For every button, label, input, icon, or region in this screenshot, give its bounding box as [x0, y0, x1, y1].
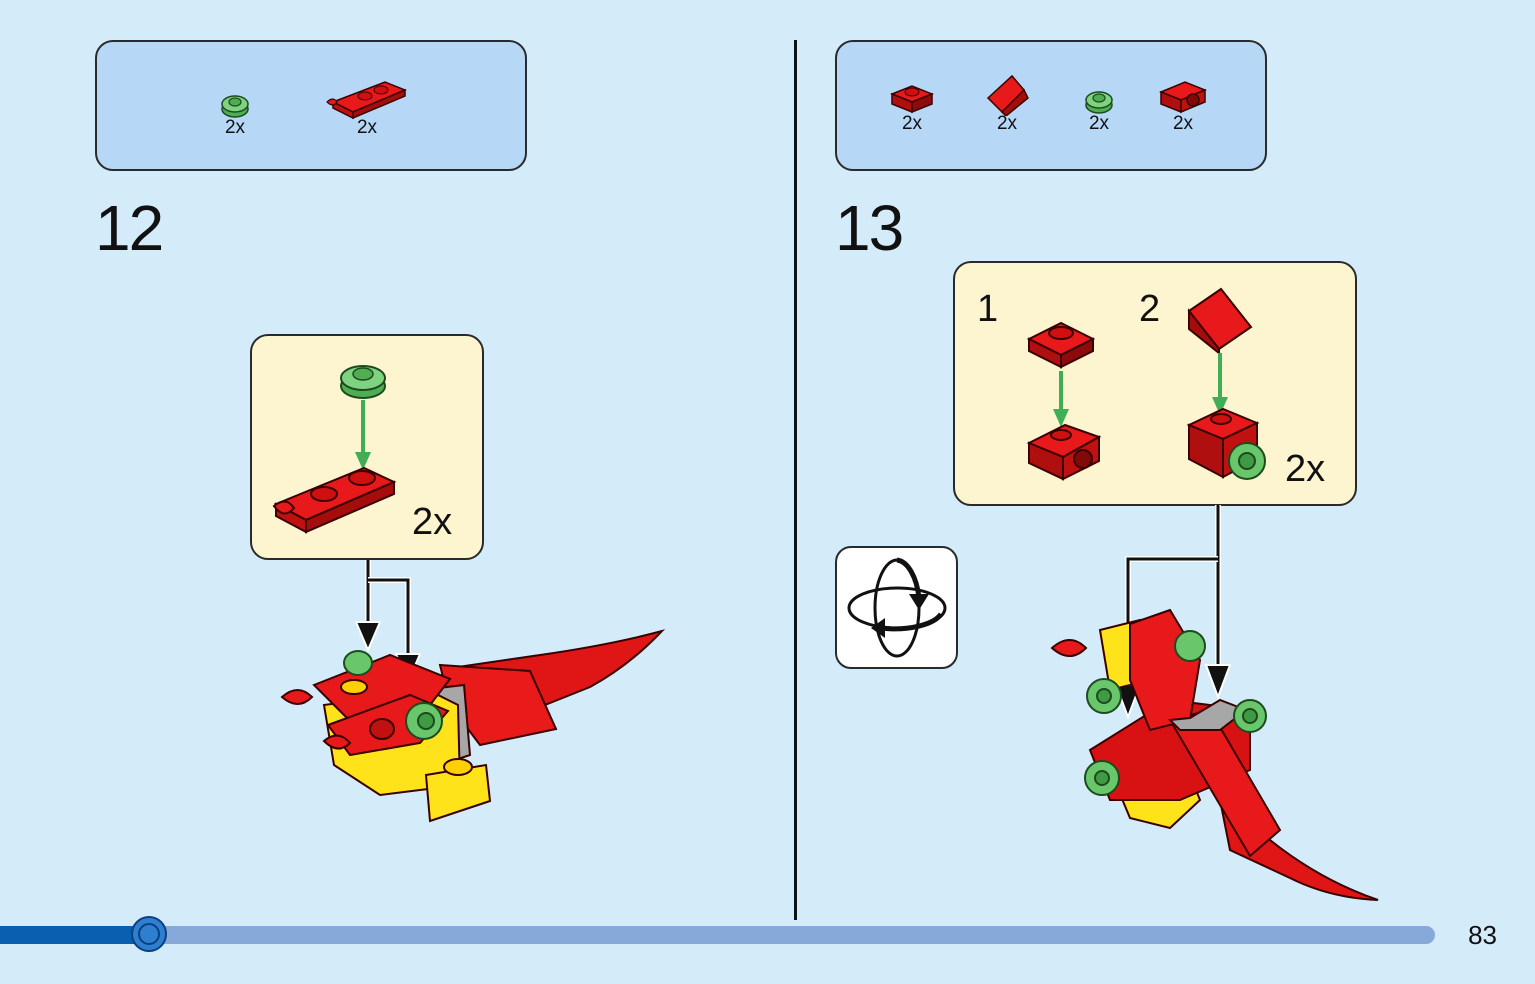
sub-step-1-number: 1: [977, 288, 999, 330]
step-12-model: [280, 629, 666, 823]
green-round-plate-icon: [221, 95, 249, 118]
red-bracket-icon: [1159, 81, 1207, 114]
part-red-plate-1x1: 2x: [889, 78, 935, 134]
progress-knob[interactable]: [131, 916, 167, 952]
sub-assembly-illustration: [272, 365, 397, 534]
callout-count: 2x: [1285, 448, 1326, 490]
part-count: 2x: [224, 117, 246, 138]
progress-track: [0, 926, 1435, 944]
part-red-plate-with-clip: 2x: [325, 72, 409, 138]
step-12-placement-arrows: [354, 560, 422, 685]
step-12-parts-box: 2x 2x: [95, 40, 527, 171]
sub-step-2-number: 2: [1139, 288, 1161, 330]
part-green-round-plate: 2x: [1077, 86, 1121, 134]
step-13-model: [1050, 608, 1379, 901]
step-12-callout: 2x: [250, 334, 484, 560]
step-13-number: 13: [835, 192, 904, 264]
part-red-slope: 2x: [983, 72, 1031, 134]
red-plate-1x1-icon: [890, 85, 934, 114]
page-divider: [794, 40, 797, 920]
part-count: 2x: [901, 113, 923, 134]
progress-fill: [0, 926, 149, 944]
red-slope-icon: [986, 74, 1029, 116]
rotate-model-box: [835, 546, 958, 669]
green-round-plate-icon: [1085, 91, 1113, 114]
part-count: 2x: [356, 117, 378, 138]
page-number: 83: [1468, 920, 1497, 950]
rotate-model-icon: [847, 557, 947, 658]
sub-assembly-illustration: [1026, 287, 1266, 481]
callout-count: 2x: [412, 501, 453, 543]
part-green-round-plate: 2x: [215, 88, 255, 138]
step-13-parts-box: 2x 2x 2x 2x: [835, 40, 1267, 171]
part-count: 2x: [1172, 113, 1194, 134]
step-12-number: 12: [95, 192, 164, 264]
part-count: 2x: [996, 113, 1018, 134]
part-red-bracket: 2x: [1159, 76, 1207, 134]
part-count: 2x: [1088, 113, 1110, 134]
red-plate-with-clip-icon: [326, 81, 407, 120]
step-13-callout: 1 2 2x: [953, 261, 1357, 506]
